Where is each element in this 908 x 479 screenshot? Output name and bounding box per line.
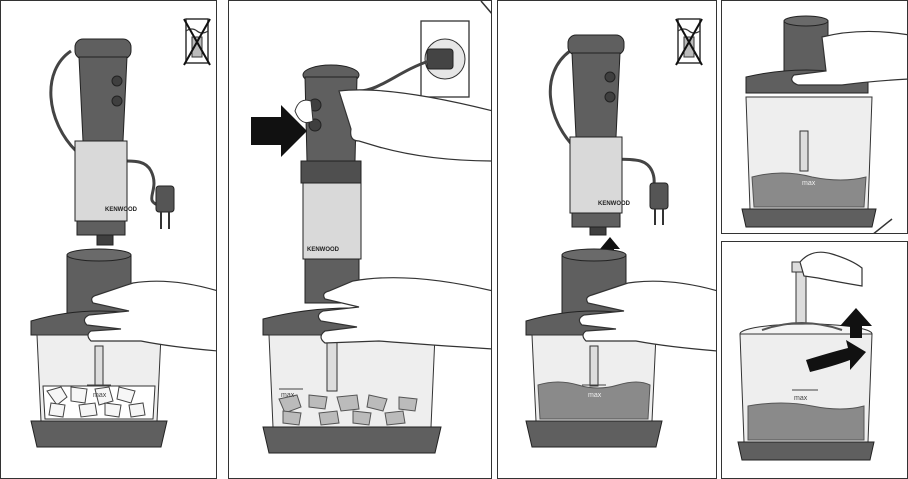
hand: [83, 280, 216, 352]
max-label: max: [588, 392, 602, 399]
hand: [317, 277, 491, 350]
max-label: max: [802, 180, 816, 187]
panel-3-illustration: KENWOOD max: [525, 18, 716, 448]
hand: [578, 280, 716, 352]
hand: [791, 30, 907, 86]
brand-label: KENWOOD: [105, 207, 138, 213]
panel-detach-motor-unit: KENWOOD max: [497, 0, 717, 479]
panel-5-illustration: max: [737, 251, 875, 461]
panel-attach-motor-unit: KENWOOD max: [0, 0, 217, 479]
no-water-immersion-icon: [183, 18, 211, 66]
max-label: max: [93, 392, 107, 399]
power-socket-icon: [420, 20, 470, 98]
panel-4-illustration: max: [741, 15, 907, 233]
lift-arrow-icon: [840, 308, 872, 338]
panel-remove-blade: max: [721, 241, 908, 479]
panel-plug-in-and-press: KENWOOD max: [228, 0, 492, 479]
twist-arrow-icon: [806, 340, 866, 372]
brand-label: KENWOOD: [598, 201, 631, 207]
panel-2-illustration: KENWOOD max: [251, 1, 491, 454]
panel-1-illustration: KENWOOD max: [30, 18, 216, 448]
max-label: max: [794, 395, 808, 402]
push-arrow-icon: [251, 105, 307, 157]
max-label: max: [281, 392, 295, 399]
hand: [799, 251, 863, 287]
panel-remove-lid: max: [721, 0, 908, 234]
no-water-immersion-icon: [675, 18, 703, 66]
brand-label: KENWOOD: [307, 247, 340, 253]
